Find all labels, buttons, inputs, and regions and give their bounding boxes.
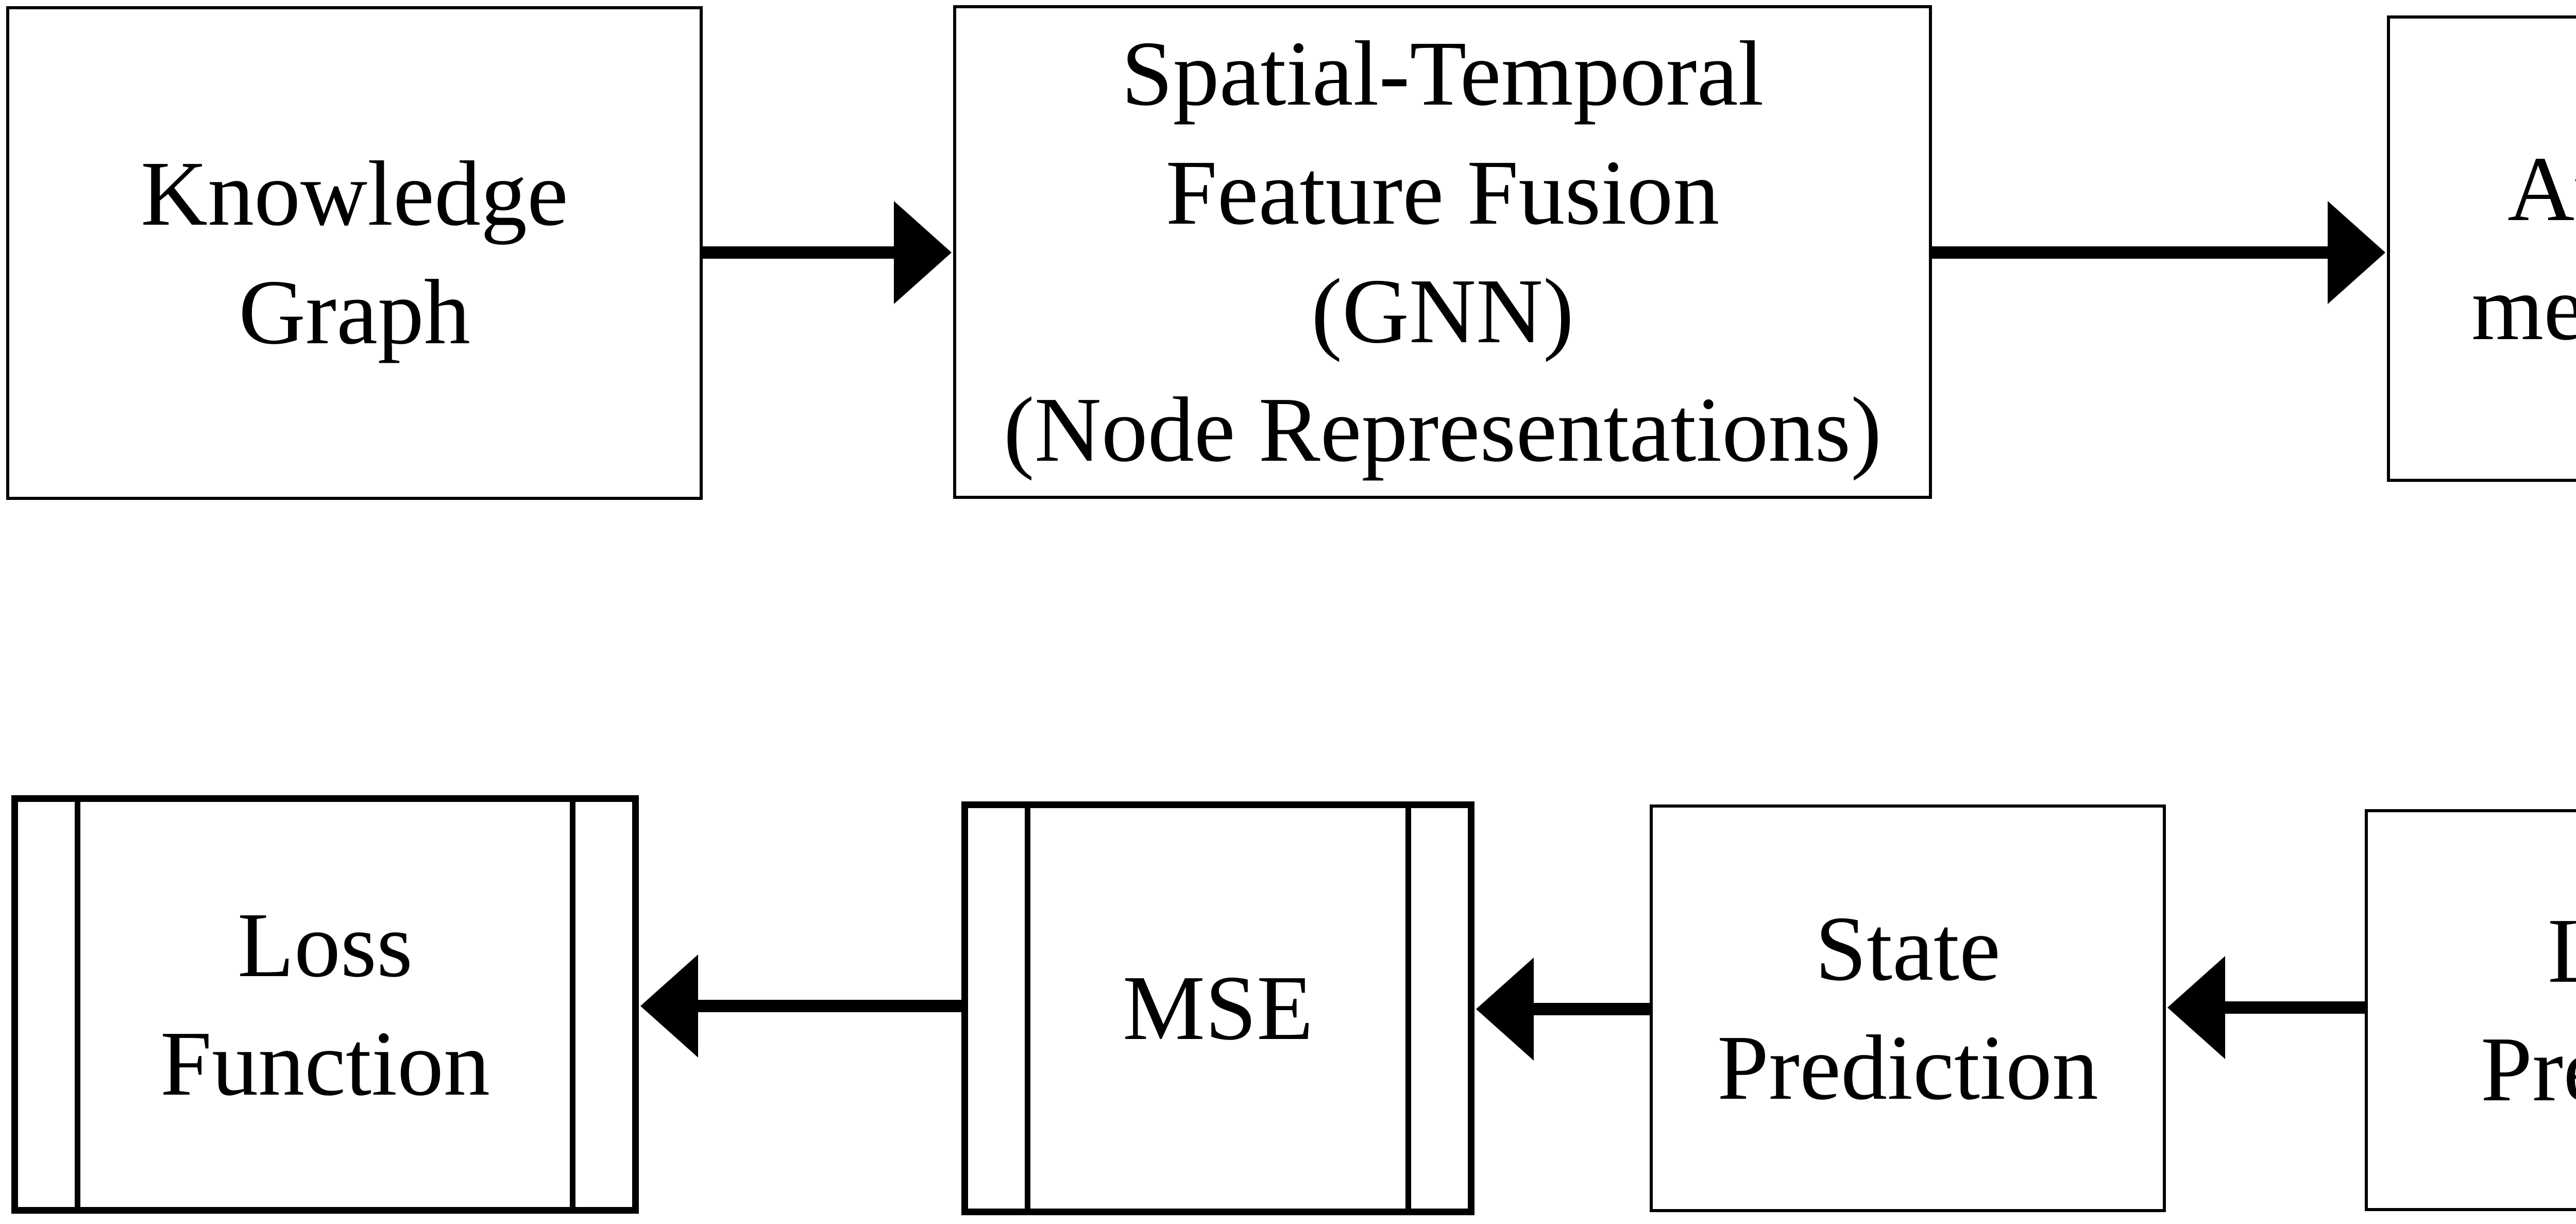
arrow-mse-to-loss-icon: [639, 954, 961, 1058]
node-spatial-temporal-feature-fusion: Spatial-Temporal Feature Fusion (GNN) (N…: [953, 5, 1932, 499]
arrow-knowledge-graph-to-fusion-icon: [703, 201, 953, 304]
node-knowledge-graph: Knowledge Graph: [6, 6, 703, 500]
arrow-shaft: [697, 1000, 961, 1012]
node-state-prediction-label: State Prediction: [1717, 897, 2098, 1119]
arrow-shaft: [2224, 1001, 2365, 1014]
node-state-prediction: State Prediction: [1650, 804, 2166, 1212]
loss-inner-right-bar: [570, 802, 575, 1207]
arrowhead-left-icon: [639, 954, 698, 1058]
arrow-lstm-to-state-icon: [2166, 956, 2365, 1059]
arrowhead-left-icon: [2166, 956, 2225, 1059]
node-attention-mechanism: Attention mechanism: [2387, 15, 2576, 482]
arrowhead-right-icon: [894, 201, 953, 304]
arrow-fusion-to-attention-icon: [1932, 201, 2387, 304]
node-spatial-temporal-feature-fusion-label: Spatial-Temporal Feature Fusion (GNN) (N…: [1003, 22, 1882, 481]
node-mse: MSE: [961, 801, 1475, 1215]
arrow-shaft: [1532, 1003, 1650, 1015]
arrow-shaft: [703, 246, 895, 259]
mse-inner-left-bar: [1025, 808, 1030, 1209]
arrowhead-right-icon: [2328, 201, 2387, 304]
node-attention-mechanism-label: Attention mechanism: [2471, 138, 2576, 359]
mse-inner-right-bar: [1405, 808, 1411, 1209]
node-lstm-prediction: LSTM Prediction: [2365, 809, 2576, 1211]
arrow-shaft: [1932, 246, 2329, 259]
node-mse-label: MSE: [1122, 957, 1314, 1060]
node-knowledge-graph-label: Knowledge Graph: [141, 142, 568, 363]
arrowhead-left-icon: [1475, 958, 1534, 1061]
loss-inner-left-bar: [75, 802, 80, 1207]
node-loss-function-label: Loss Function: [160, 893, 490, 1115]
node-loss-function: Loss Function: [11, 795, 639, 1214]
node-lstm-prediction-label: LSTM Prediction: [2481, 899, 2576, 1120]
arrow-state-to-mse-icon: [1475, 958, 1650, 1061]
